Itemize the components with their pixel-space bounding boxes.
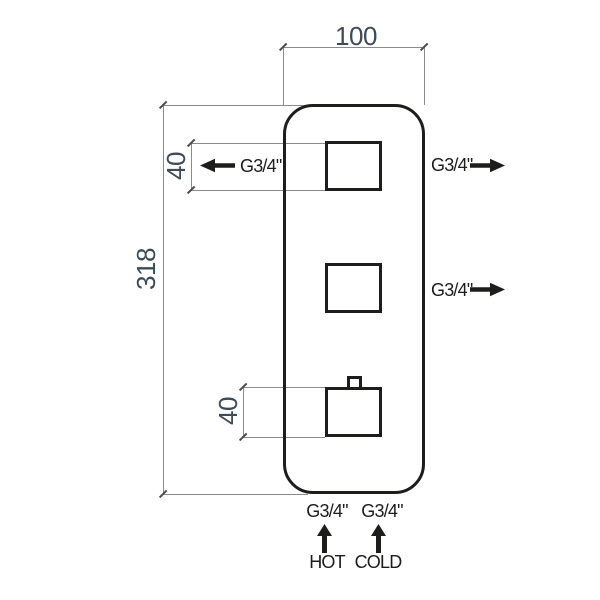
arrow-right-icon xyxy=(470,158,505,173)
dimension-line-top-port xyxy=(191,143,192,190)
extension-line-height-bottom xyxy=(163,494,308,495)
handle-square-bottom xyxy=(325,387,382,437)
cold-inlet-name-label: COLD xyxy=(354,552,403,572)
cold-inlet-thread-label: G3/4" xyxy=(361,501,403,521)
dimension-bottom-port-offset-value: 40 xyxy=(213,397,243,425)
handle-square-middle xyxy=(325,263,382,313)
extension-line-width-left xyxy=(283,47,284,105)
extension-line-top-port-upper xyxy=(191,143,325,144)
right-middle-outlet-thread-label: G3/4" xyxy=(431,280,473,300)
dimension-top-port-offset-value: 40 xyxy=(161,152,191,180)
right-top-outlet-thread-label: G3/4" xyxy=(431,155,473,175)
dimension-overall-width-value: 100 xyxy=(335,21,377,51)
extension-line-top-port-lower xyxy=(191,190,325,191)
extension-line-width-right xyxy=(424,47,425,105)
valve-body-outline xyxy=(283,104,425,494)
arrow-left-icon xyxy=(200,158,235,173)
handle-index-tab xyxy=(347,376,362,388)
dimension-line-height xyxy=(163,105,164,494)
handle-square-top xyxy=(325,141,382,191)
left-outlet-thread-label: G3/4" xyxy=(240,156,282,176)
arrow-up-icon xyxy=(371,524,386,553)
dimension-line-width xyxy=(283,47,424,48)
extension-line-height-top xyxy=(163,105,308,106)
hot-inlet-thread-label: G3/4" xyxy=(306,501,348,521)
arrow-up-icon xyxy=(317,524,332,553)
arrow-right-icon xyxy=(470,282,505,297)
dimension-overall-height-value: 318 xyxy=(131,248,161,290)
dimension-line-bottom-port xyxy=(243,387,244,437)
hot-inlet-name-label: HOT xyxy=(309,552,345,572)
